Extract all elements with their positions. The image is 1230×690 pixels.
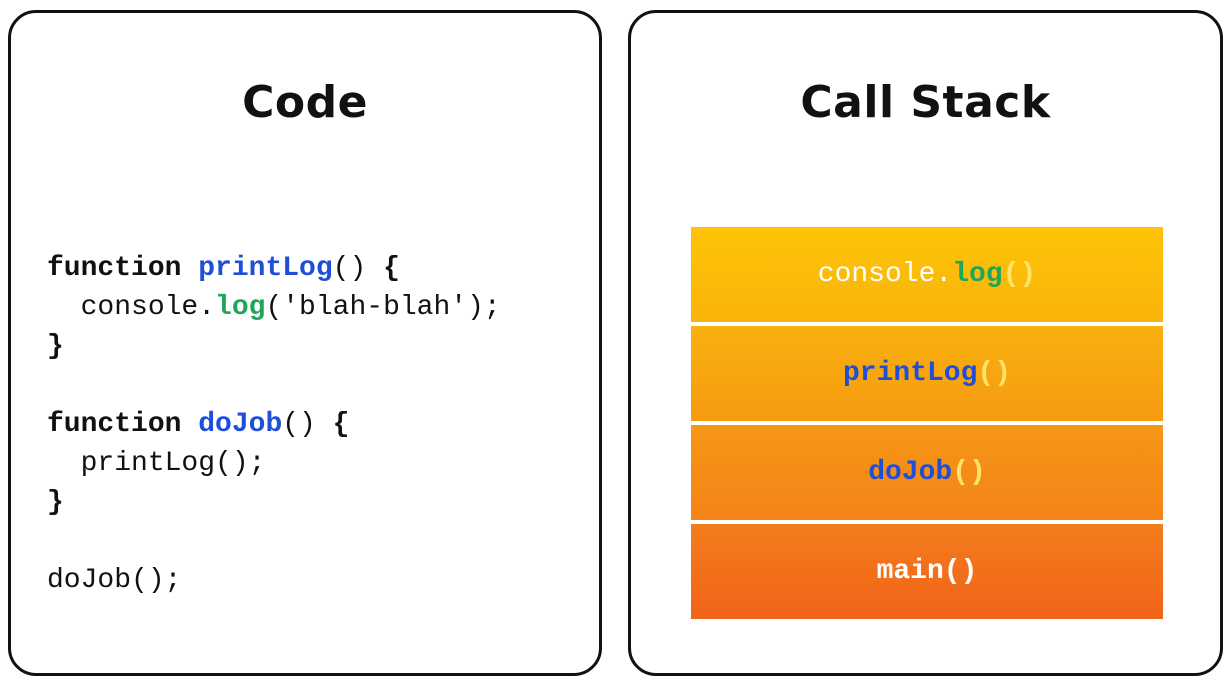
method-name: log bbox=[215, 292, 266, 323]
call-stack: console.log() printLog() doJob() main() bbox=[691, 227, 1163, 619]
frame-method: log bbox=[952, 259, 1003, 290]
brace: } bbox=[47, 331, 64, 362]
code-line: doJob(); bbox=[47, 561, 501, 600]
brace: { bbox=[332, 409, 350, 440]
code-line: function doJob() { bbox=[47, 405, 501, 444]
frame-parens: () bbox=[952, 457, 986, 488]
call-stack-panel: Call Stack console.log() printLog() doJo… bbox=[628, 10, 1223, 676]
frame-function: doJob bbox=[868, 457, 953, 488]
code-panel-title: Code bbox=[242, 77, 368, 128]
code-panel: Code function printLog() { console.log('… bbox=[8, 10, 602, 676]
frame-parens: () bbox=[977, 358, 1012, 389]
code-line: function printLog() { bbox=[47, 249, 501, 288]
code-line: } bbox=[47, 327, 501, 366]
brace: } bbox=[47, 487, 64, 518]
code-block: function printLog() { console.log('blah-… bbox=[47, 249, 501, 600]
code-text: ('blah-blah'); bbox=[265, 292, 501, 323]
frame-parens: () bbox=[1002, 259, 1037, 290]
code-text: () bbox=[282, 409, 333, 440]
brace: { bbox=[383, 253, 400, 284]
frame-function: main() bbox=[876, 556, 978, 587]
keyword: function bbox=[47, 253, 199, 284]
frame-object: console. bbox=[817, 259, 953, 290]
code-line: console.log('blah-blah'); bbox=[47, 288, 501, 327]
stack-frame-console-log: console.log() bbox=[691, 227, 1163, 322]
stack-frame-printlog: printLog() bbox=[691, 326, 1163, 421]
stack-frame-dojob: doJob() bbox=[691, 425, 1163, 520]
code-blank-line bbox=[47, 366, 501, 405]
call-stack-title: Call Stack bbox=[800, 77, 1051, 128]
frame-function: printLog bbox=[842, 358, 978, 389]
function-name: printLog bbox=[198, 253, 333, 284]
stack-frame-main: main() bbox=[691, 524, 1163, 619]
code-text: console. bbox=[47, 292, 216, 323]
code-line: } bbox=[47, 483, 501, 522]
code-line: printLog(); bbox=[47, 444, 501, 483]
code-text: doJob(); bbox=[47, 565, 182, 596]
code-text: () bbox=[332, 253, 384, 284]
function-name: doJob bbox=[198, 409, 283, 440]
code-text: printLog(); bbox=[47, 448, 266, 479]
keyword: function bbox=[47, 409, 199, 440]
code-blank-line bbox=[47, 522, 501, 561]
